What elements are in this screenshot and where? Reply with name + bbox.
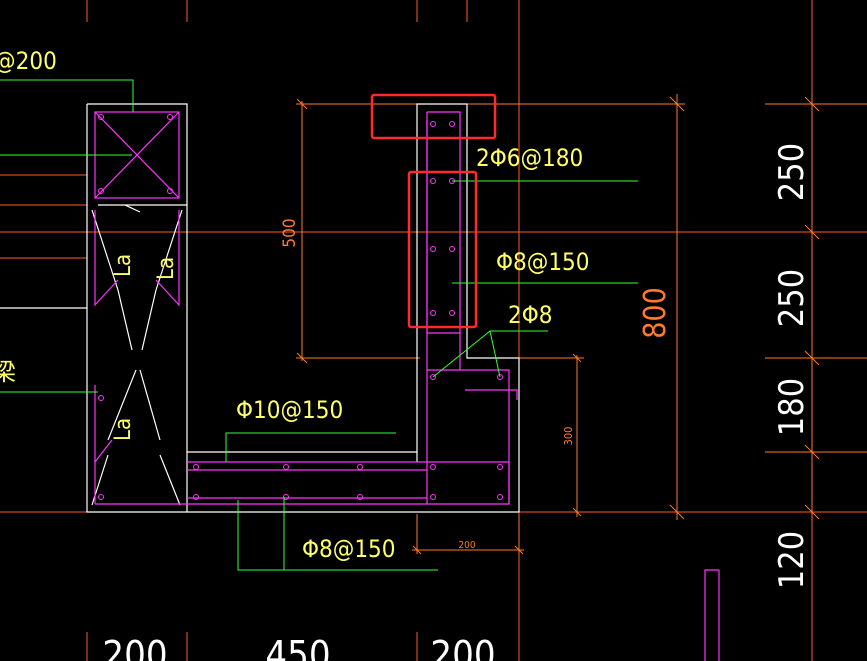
rebar-dot [430, 494, 436, 500]
slab-stirrup [427, 369, 510, 504]
rebar-dot [449, 310, 455, 316]
dim-text-200-small: 200 [458, 540, 475, 551]
dim-text-500: 500 [280, 218, 300, 247]
dim-tick [804, 96, 820, 112]
dim-text-bottom-200-left: 200 [102, 633, 167, 661]
leader-top-left [0, 79, 134, 112]
anchor-line [159, 454, 181, 506]
anchor-line [124, 204, 141, 213]
rebar-dot [167, 188, 173, 194]
dim-text-bottom-450: 450 [265, 633, 330, 661]
dim-text-120: 120 [772, 531, 812, 589]
anchor-line [107, 369, 137, 441]
rebar-dot [283, 464, 289, 470]
dim-text-250-top: 250 [772, 143, 812, 201]
rebar-dot [430, 464, 436, 470]
rebar-dot [98, 494, 104, 500]
anchor-line [117, 289, 133, 351]
label-anchor-la-1: La [111, 254, 136, 277]
dim-tick [669, 504, 685, 520]
rebar-dot [98, 395, 104, 401]
label-anchor-la-3: La [111, 418, 136, 441]
label-top-left-spacing: @200 [0, 47, 57, 75]
highlight-box-mid [407, 170, 478, 329]
rebar-dot [98, 188, 104, 194]
anchor-line [91, 209, 119, 291]
rebar-bracket [704, 569, 719, 661]
rebar-dot [449, 246, 455, 252]
rebar-dot [430, 178, 436, 184]
rebar-dot [357, 464, 363, 470]
rebar-dot [497, 374, 503, 380]
label-bottom-stirrup: Φ8@150 [302, 535, 396, 563]
dim-text-bottom-200-right: 200 [430, 633, 495, 661]
leader-phi10 [225, 432, 396, 462]
anchor-line [139, 369, 161, 441]
white-dimension-texts: 250 250 180 120 200 450 200 [102, 143, 812, 661]
dim-tick [669, 96, 685, 112]
rebar-dot [497, 494, 503, 500]
label-left-char: 梁 [0, 358, 16, 386]
dim-tick [572, 507, 582, 517]
dim-tick [514, 545, 524, 555]
label-anchor-la-2: La [154, 257, 179, 280]
dim-tick [572, 353, 582, 363]
highlight-box-top [370, 93, 497, 140]
label-beam-stirrup: Φ10@150 [236, 396, 343, 424]
rebar-dot [430, 246, 436, 252]
label-long-bars: 2Φ8 [508, 301, 552, 329]
concrete-outline [0, 103, 520, 513]
dim-tick [296, 98, 308, 110]
anchor-line [141, 289, 157, 351]
web-stirrup [426, 111, 461, 334]
leader-phi8-bottom [237, 500, 438, 571]
dim-text-800: 800 [638, 287, 673, 339]
rebar-dot [497, 464, 503, 470]
dim-tick [412, 545, 422, 555]
section-outline [86, 103, 520, 513]
dim-text-300: 300 [562, 427, 575, 446]
rebar-hook-left [94, 210, 119, 307]
leader-2phi8-b [489, 330, 501, 378]
rebar-lines [94, 111, 518, 505]
rebar-dot [430, 310, 436, 316]
dim-tick [804, 444, 820, 460]
rebar-dot [430, 121, 436, 127]
rebar-dot [193, 464, 199, 470]
label-stirrup-top: 2Φ6@180 [476, 144, 583, 172]
dim-text-250-mid: 250 [772, 269, 812, 327]
leader-lines [0, 79, 638, 571]
rebar-dot [98, 114, 104, 120]
rebar-dot [430, 374, 436, 380]
highlight-boxes [370, 93, 497, 329]
anchor-line [155, 209, 183, 291]
stirrup-cross [94, 111, 180, 199]
slab-hook [465, 389, 518, 400]
rebar-dot [449, 121, 455, 127]
rebar-labels: @200 2Φ6@180 Φ8@150 2Φ8 Φ10@150 Φ8@150 梁… [0, 47, 590, 563]
rebar-dot [167, 114, 173, 120]
dim-tick [804, 224, 820, 240]
rebar-dot [357, 494, 363, 500]
label-stirrup-mid: Φ8@150 [496, 248, 590, 276]
rebar-hook-right [155, 210, 180, 307]
dimension-texts: 500 800 300 200 [280, 218, 673, 551]
dimension-lines [296, 94, 867, 555]
dim-text-180: 180 [772, 378, 812, 436]
dim-tick [296, 352, 308, 364]
rebar-dot [193, 494, 199, 500]
dim-tick [804, 350, 820, 366]
rebar-dots [98, 114, 503, 500]
dim-tick [804, 504, 820, 520]
